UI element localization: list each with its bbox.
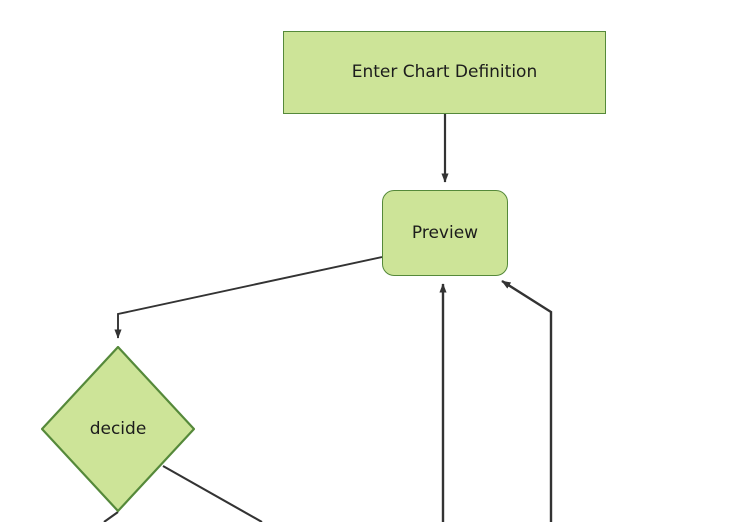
edge-into-preview-right (501, 279, 553, 522)
node-label-enter-chart-definition: Enter Chart Definition (351, 62, 538, 82)
node-enter-chart-definition[interactable]: Enter Chart Definition (283, 31, 606, 114)
node-preview[interactable]: Preview (382, 190, 508, 276)
node-decide[interactable]: decide (41, 346, 195, 512)
edge-decide-branch-left (103, 511, 119, 522)
node-label-preview: Preview (411, 222, 479, 243)
edge-decide-branch-right (162, 465, 263, 522)
diamond-shape-icon (41, 346, 195, 512)
edge-preview-to-decide (114, 256, 383, 339)
